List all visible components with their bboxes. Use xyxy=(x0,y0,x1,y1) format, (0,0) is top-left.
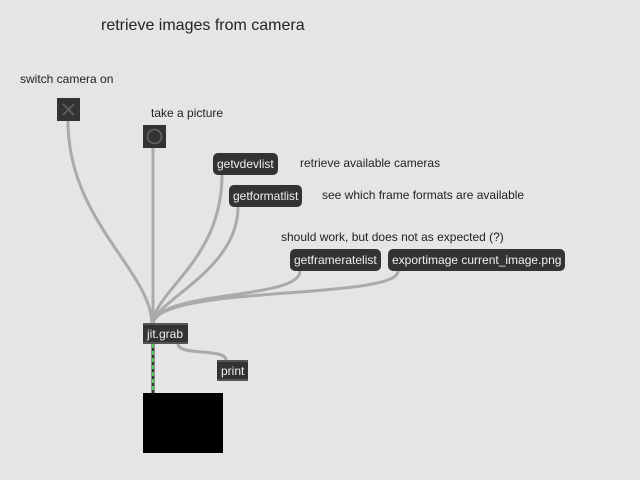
cord-exportimage-to-grab xyxy=(151,270,400,324)
comment-frame-formats: see which frame formats are available xyxy=(322,188,525,202)
cord-grab-to-print xyxy=(176,343,228,361)
cord-getvdevlist-to-grab xyxy=(151,174,224,324)
getformatlist-message[interactable]: getformatlist xyxy=(229,185,303,207)
circle-icon xyxy=(146,128,163,145)
print-object[interactable]: print xyxy=(217,360,248,381)
cord-toggle-to-grab xyxy=(66,120,154,324)
comment-retrieve-cameras: retrieve available cameras xyxy=(300,156,441,170)
exportimage-message[interactable]: exportimage current_image.png xyxy=(388,249,566,271)
camera-toggle[interactable] xyxy=(57,98,80,121)
comment-switch-camera: switch camera on xyxy=(20,72,114,86)
getvdevlist-message[interactable]: getvdevlist xyxy=(213,153,278,175)
bang-button[interactable] xyxy=(143,125,166,148)
video-window xyxy=(143,393,223,453)
jit-grab-object[interactable]: jit.grab xyxy=(143,323,188,344)
x-icon xyxy=(62,103,75,116)
getframeratelist-message[interactable]: getframeratelist xyxy=(290,249,381,271)
comment-should-work: should work, but does not as expected (?… xyxy=(281,230,504,244)
comment-take-picture: take a picture xyxy=(151,106,224,120)
cord-getformatlist-to-grab xyxy=(151,206,240,324)
patcher-title: retrieve images from camera xyxy=(101,17,305,34)
